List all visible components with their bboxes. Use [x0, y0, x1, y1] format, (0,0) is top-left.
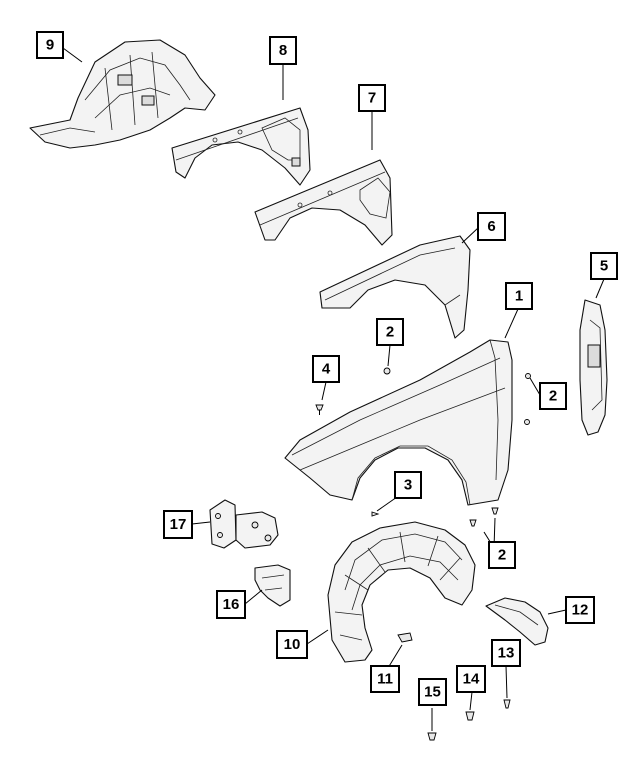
- fastener-2-top: [383, 367, 391, 375]
- callout-label-9: 9: [46, 37, 54, 54]
- callout-label-7: 7: [368, 90, 376, 107]
- callout-13: 13: [491, 639, 521, 667]
- callout-12: 12: [565, 596, 595, 624]
- callout-label-17: 17: [170, 516, 187, 533]
- callout-8: 8: [269, 36, 297, 65]
- callout-label-3: 3: [404, 477, 412, 494]
- callout-11: 11: [370, 665, 400, 693]
- callout-14: 14: [456, 665, 486, 693]
- fastener-4: [315, 404, 324, 411]
- fastener-15: [427, 732, 437, 741]
- callout-label-2-right: 2: [549, 388, 557, 405]
- callout-label-6: 6: [487, 218, 495, 235]
- part-7-fender-support-lower: [254, 159, 393, 246]
- fastener-2-lower-b: [491, 507, 499, 515]
- callout-2-lower: 2: [488, 541, 516, 569]
- callout-label-16: 16: [223, 596, 240, 613]
- fastener-2-right-a: [525, 373, 531, 379]
- fastener-11: [397, 632, 413, 643]
- callout-label-12: 12: [572, 602, 589, 619]
- callout-2-right: 2: [539, 382, 567, 410]
- callout-2-top: 2: [376, 318, 404, 346]
- fastener-2-right-b: [524, 419, 530, 425]
- fastener-2-lower-a: [469, 519, 477, 527]
- callout-5: 5: [590, 252, 618, 280]
- callout-label-13: 13: [498, 645, 515, 662]
- callout-label-15: 15: [424, 684, 441, 701]
- part-6-fender-reinforcement: [319, 235, 471, 339]
- callout-label-2-top: 2: [386, 324, 394, 341]
- callout-6: 6: [477, 212, 506, 241]
- fastener-14: [465, 711, 475, 721]
- callout-16: 16: [216, 590, 246, 619]
- callout-3: 3: [394, 471, 422, 499]
- callout-label-14: 14: [463, 671, 480, 688]
- part-9-wheelhouse-inner: [29, 39, 216, 149]
- part-16-bracket: [254, 564, 291, 607]
- callout-label-8: 8: [279, 42, 287, 59]
- callout-10: 10: [276, 630, 308, 659]
- callout-label-4: 4: [322, 361, 331, 378]
- part-12-splash-shield: [485, 597, 549, 646]
- callout-label-10: 10: [284, 636, 301, 653]
- callout-7: 7: [358, 84, 386, 112]
- callout-15: 15: [418, 678, 447, 706]
- callout-4: 4: [312, 355, 340, 383]
- callout-label-5: 5: [600, 258, 608, 275]
- part-5-fender-seal: [579, 299, 608, 436]
- fasteners: [315, 367, 531, 741]
- part-10-wheelhouse-liner: [327, 521, 476, 663]
- fastener-3: [371, 511, 380, 517]
- callout-17: 17: [163, 510, 193, 539]
- callout-label-2-lower: 2: [498, 547, 506, 564]
- part-8-fender-support-upper: [171, 107, 311, 186]
- callout-label-1: 1: [515, 288, 523, 305]
- callout-9: 9: [36, 31, 64, 59]
- callout-label-11: 11: [377, 671, 393, 688]
- part-17-hinge: [209, 499, 279, 549]
- fastener-13: [503, 699, 511, 709]
- part-1-front-fender: [284, 339, 513, 506]
- callout-1: 1: [505, 282, 533, 310]
